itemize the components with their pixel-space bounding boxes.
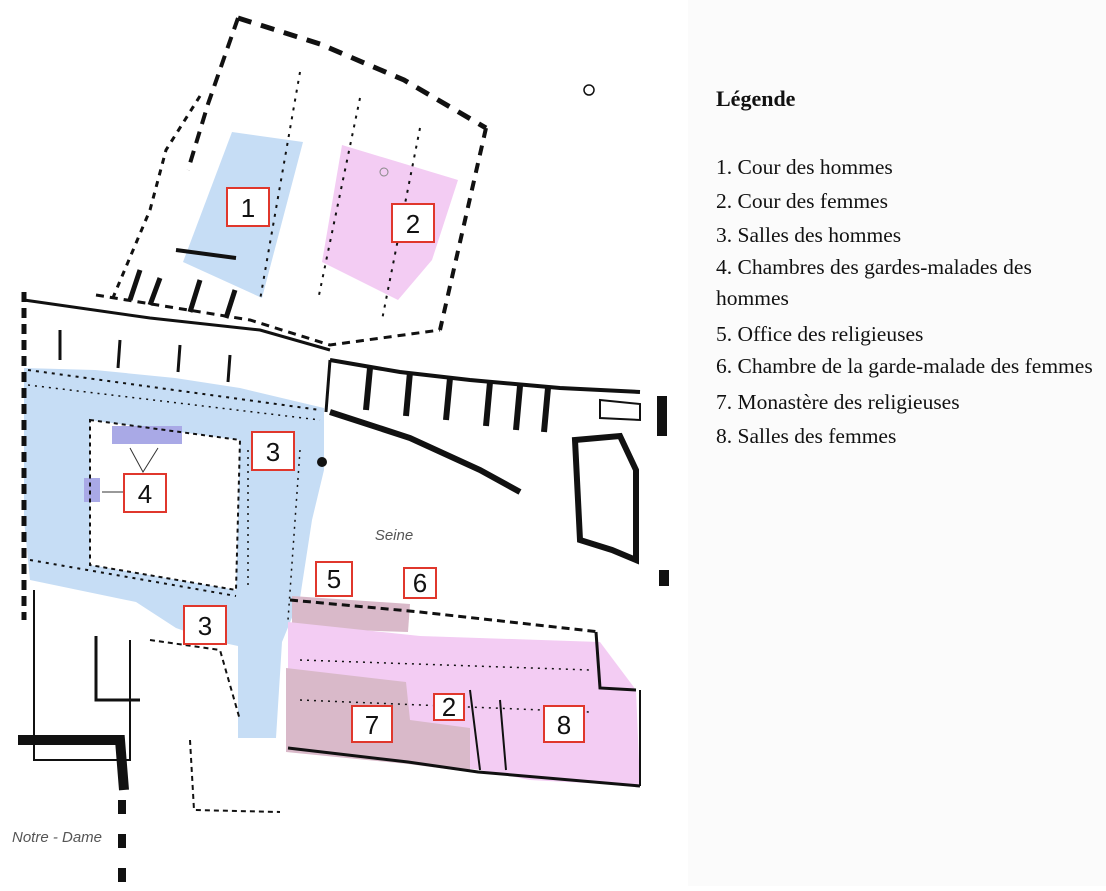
legend-item-4: 4. Chambres des gardes-malades des homme… [716, 255, 1032, 310]
legend-item-3: 3. Salles des hommes [716, 223, 902, 247]
marker-1: 1 [226, 187, 270, 227]
floor-plan-map: 1 2 3 4 3 5 6 7 2 8 Seine Notre - Dame [12, 15, 669, 886]
legend-item-8: 8. Salles des femmes [716, 424, 897, 448]
marker-5: 5 [315, 561, 353, 597]
marker-7: 7 [351, 705, 393, 743]
north-marker-circle [583, 84, 595, 96]
notre-dame-label: Notre - Dame [12, 829, 102, 846]
floor-plan-svg: 1 2 3 4 3 5 6 7 2 8 Seine Notre - Dame [12, 15, 669, 886]
legend-item-7: 7. Monastère des religieuses [716, 390, 960, 414]
marker-4: 4 [123, 473, 167, 513]
marker-2b-label: 2 [442, 692, 456, 722]
legend-panel: Légende 1. Cour des hommes 2. Cour des f… [688, 0, 1106, 886]
marker-6: 6 [403, 567, 437, 599]
plan-walls [18, 15, 669, 886]
legend-item-2: 2. Cour des femmes [716, 189, 888, 213]
marker-3-north: 3 [251, 431, 295, 471]
marker-1-label: 1 [241, 193, 255, 223]
zone-office-religieuses [292, 596, 410, 632]
marker-2-courtyard: 2 [391, 203, 435, 243]
seine-label: Seine [375, 527, 413, 544]
pillar-dot [317, 457, 327, 467]
zone-cour-des-femmes [322, 145, 458, 300]
marker-8-label: 8 [557, 710, 571, 740]
legend-list: 1. Cour des hommes 2. Cour des femmes 3.… [716, 150, 1104, 453]
zone-gardes-malades-hommes-b [84, 478, 100, 502]
marker-3b-label: 3 [198, 611, 212, 641]
legend-title: Légende [716, 86, 796, 111]
marker-3-south: 3 [183, 605, 227, 645]
marker-3a-label: 3 [266, 437, 280, 467]
marker-2a-label: 2 [406, 209, 420, 239]
legend-item-1: 1. Cour des hommes [716, 155, 893, 179]
legend-item-5: 5. Office des religieuses [716, 322, 924, 346]
well-circle [379, 167, 389, 177]
legend-item-6: 6. Chambre de la garde-malade des femmes [716, 354, 1093, 378]
marker-5-label: 5 [327, 564, 341, 594]
marker-2-women: 2 [433, 692, 465, 722]
guard-room-pointers [102, 447, 159, 493]
zone-gardes-malades-hommes-a [112, 426, 182, 444]
marker-4-label: 4 [138, 479, 152, 509]
marker-6-label: 6 [413, 568, 427, 598]
marker-8: 8 [543, 705, 585, 743]
marker-7-label: 7 [365, 710, 379, 740]
